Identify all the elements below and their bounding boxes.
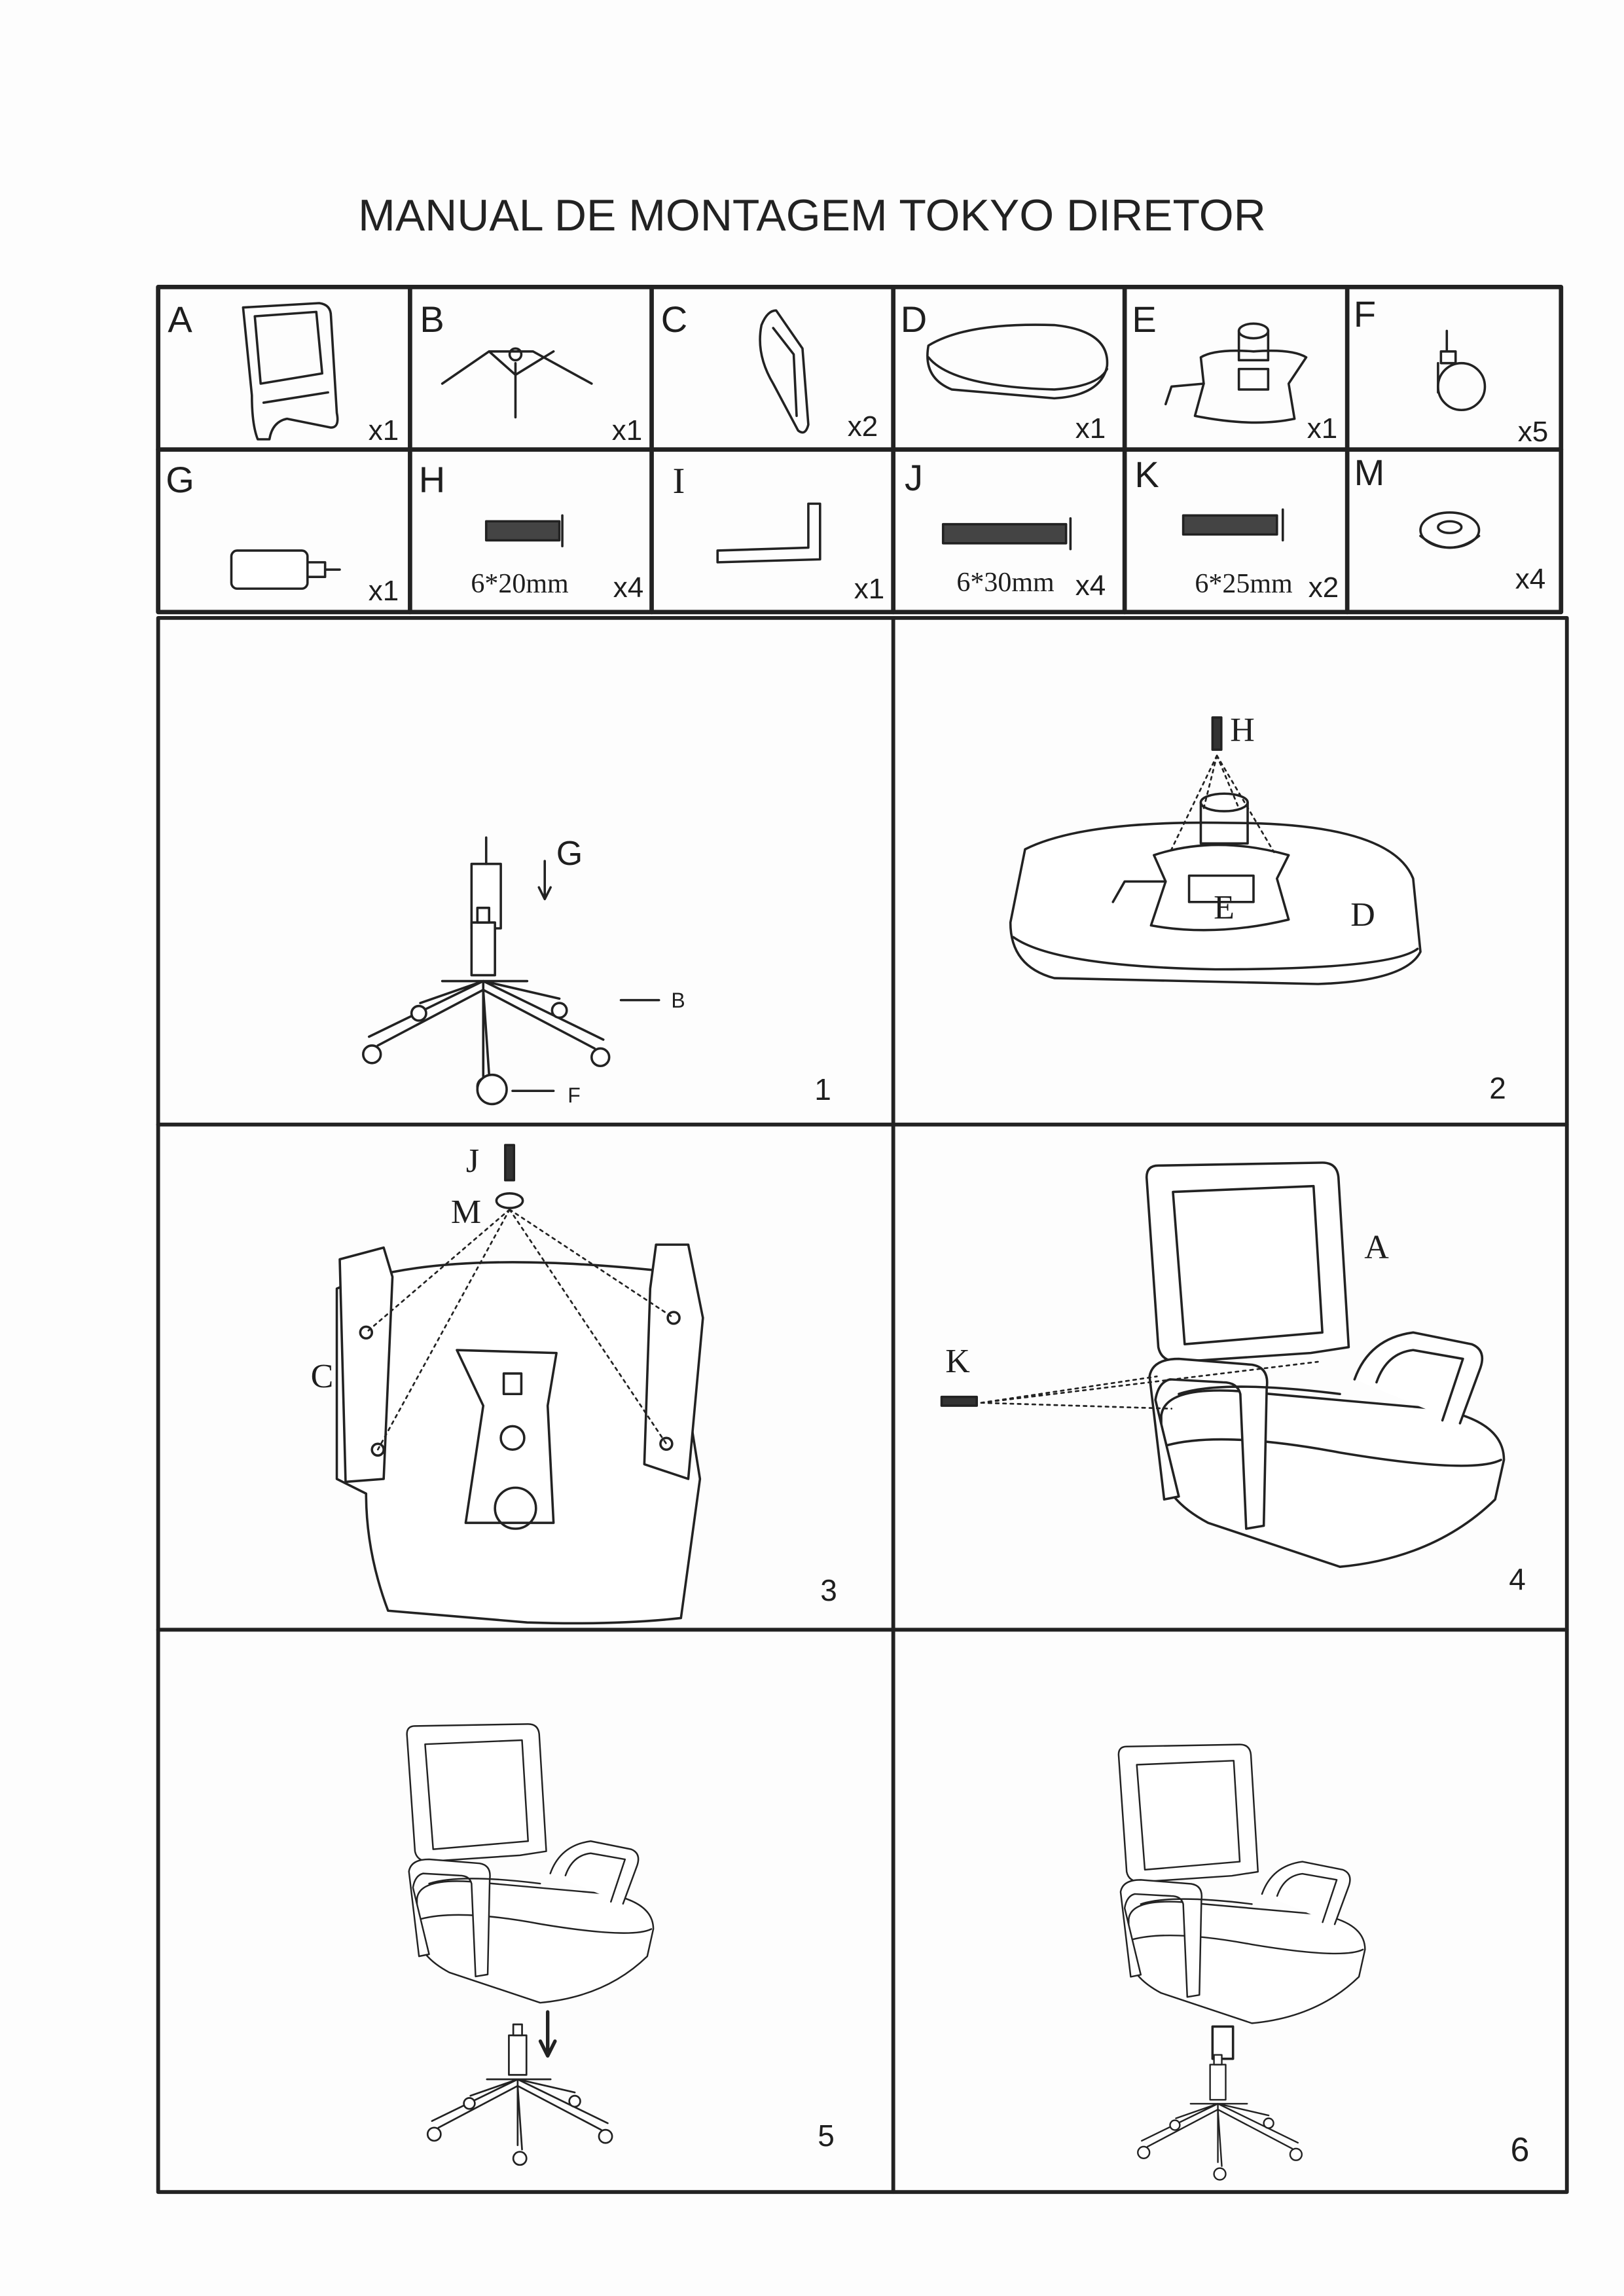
step-3-illustration — [335, 1144, 704, 1625]
step-1-label-g: G — [556, 835, 583, 873]
step-3-label-m: M — [450, 1194, 482, 1231]
part-f-quantity: x5 — [1517, 416, 1549, 448]
part-j-letter: J — [905, 457, 923, 498]
part-h-bolt-icon — [484, 514, 564, 548]
step-4-number: 4 — [1509, 1562, 1526, 1596]
part-a-quantity: x1 — [368, 414, 399, 446]
page-title: MANUAL DE MONTAGEM TOKYO DIRETOR — [358, 191, 1266, 240]
part-m-letter: M — [1354, 452, 1385, 493]
part-c-letter: C — [660, 299, 688, 340]
step-1-label-f: F — [568, 1084, 581, 1107]
part-m-washer-icon — [1419, 511, 1481, 549]
steps-grid — [156, 615, 1569, 2195]
step-2-label-e: E — [1214, 889, 1235, 926]
part-k-letter: K — [1134, 454, 1159, 495]
part-d-seat-icon — [926, 323, 1109, 400]
step-5-number: 5 — [818, 2119, 835, 2153]
step-3-number: 3 — [820, 1573, 837, 1607]
step-6-number: 6 — [1510, 2131, 1530, 2169]
part-f-letter: F — [1353, 293, 1377, 335]
part-g-gas-lift-icon — [230, 549, 341, 590]
step-2-label-d: D — [1350, 896, 1375, 934]
step-5-illustration — [406, 1723, 655, 2166]
step-3-label-c: C — [310, 1358, 334, 1395]
step-4-label-a: A — [1364, 1229, 1389, 1266]
part-c-armrest-icon — [759, 309, 810, 434]
part-h-quantity: x4 — [613, 572, 644, 604]
step-1-illustration — [362, 836, 660, 1106]
step-2-number: 2 — [1489, 1071, 1506, 1105]
part-b-letter: B — [420, 299, 444, 340]
part-c-quantity: x2 — [847, 410, 878, 443]
part-d-quantity: x1 — [1075, 412, 1106, 445]
part-e-letter: E — [1132, 299, 1157, 340]
step-3-label-j: J — [465, 1142, 480, 1180]
step-4-label-k: K — [945, 1343, 970, 1380]
part-i-allen-key-icon — [716, 502, 821, 564]
part-b-base-icon — [441, 347, 593, 419]
step-2-label-h: H — [1230, 712, 1255, 749]
part-h-letter: H — [418, 459, 446, 500]
part-k-bolt-icon — [1182, 508, 1284, 542]
parts-table-grid — [156, 285, 1564, 615]
step-1-label-b: B — [671, 989, 685, 1012]
part-i-letter: I — [672, 461, 685, 501]
part-m-quantity: x4 — [1515, 563, 1546, 595]
part-b-quantity: x1 — [611, 414, 643, 446]
part-a-backrest-icon — [242, 302, 339, 441]
step-1-number: 1 — [814, 1072, 831, 1106]
part-h-size: 6*20mm — [471, 569, 569, 599]
part-a-letter: A — [168, 299, 192, 340]
part-f-caster-icon — [1437, 329, 1487, 412]
part-k-size: 6*25mm — [1195, 569, 1293, 599]
step-4-illustration — [940, 1161, 1506, 1568]
part-j-quantity: x4 — [1075, 570, 1106, 602]
part-e-mechanism-icon — [1164, 322, 1308, 424]
part-e-quantity: x1 — [1307, 412, 1338, 445]
part-g-quantity: x1 — [368, 575, 399, 607]
part-i-quantity: x1 — [854, 573, 885, 605]
part-g-letter: G — [166, 459, 194, 500]
part-j-size: 6*30mm — [956, 568, 1055, 598]
part-d-letter: D — [900, 299, 928, 340]
step-2-illustration — [1009, 716, 1422, 985]
part-k-quantity: x2 — [1308, 572, 1339, 604]
step-6-illustration — [1117, 1743, 1366, 2181]
part-j-bolt-icon — [941, 517, 1072, 551]
